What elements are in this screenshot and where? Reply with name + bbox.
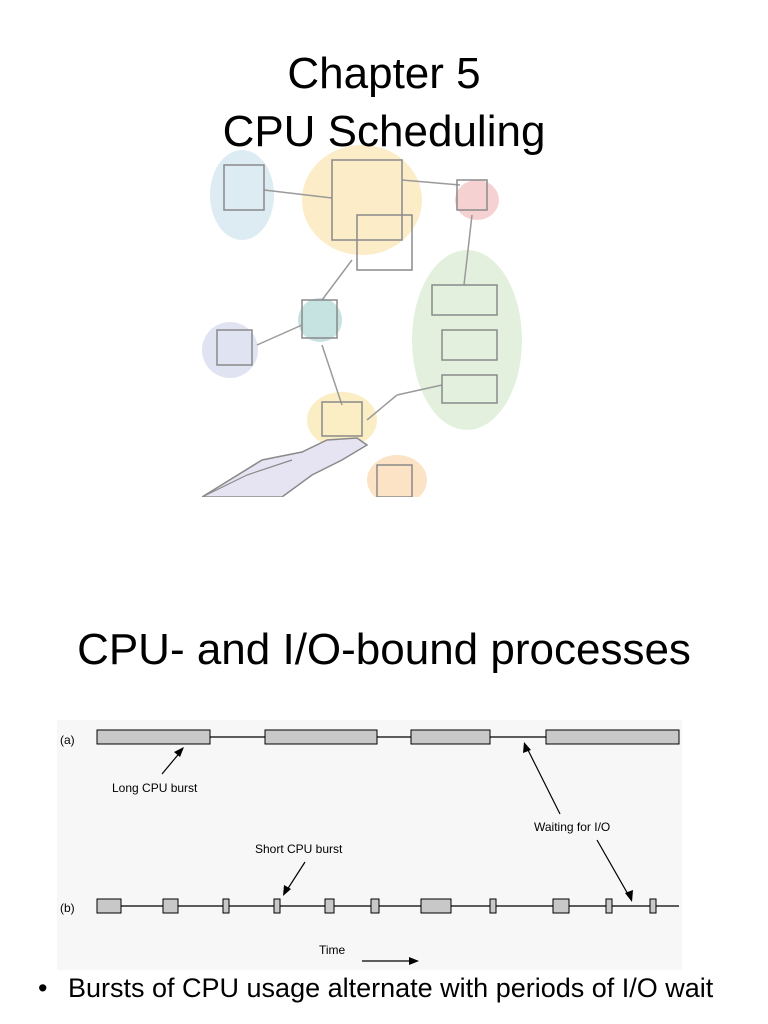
row-b-burst [605,898,613,914]
short-burst-arrow [286,861,306,891]
slide-title: CPU- and I/O-bound processes [77,625,691,674]
network-clipart-illustration [202,145,522,497]
waiting-arrow-up [526,747,561,815]
waiting-arrow-down [596,839,630,897]
row-b-burst [489,898,497,914]
row-b-label: (b) [60,901,75,915]
figure-background [57,720,682,970]
chapter-number: Chapter 5 [287,49,481,98]
time-arrowhead [409,957,419,965]
row-b-burst [162,898,179,914]
waiting-arrow-up-head [523,742,531,753]
time-label: Time [319,943,346,957]
row-a-label: (a) [60,733,75,747]
row-a-burst [264,729,378,745]
waiting-arrow-down-head [625,890,633,902]
bullet-text: Bursts of CPU usage alternate with perio… [68,973,714,1003]
long-burst-arrowhead [174,747,184,757]
bullet-marker: • [38,973,48,1003]
slide-chapter-title: Chapter 5 CPU Scheduling [0,45,768,497]
slide-cpu-io-bound: CPU- and I/O-bound processes (a) Long CP… [0,560,768,1024]
short-burst-arrowhead [283,885,291,896]
row-b-burst [649,898,657,914]
short-cpu-burst-label: Short CPU burst [255,842,343,856]
row-b-burst [222,898,230,914]
row-a-burst [410,729,491,745]
row-a-burst [96,729,211,745]
row-b-burst [324,898,335,914]
row-b-burst [552,898,570,914]
cpu-burst-timeline-figure: (a) Long CPU burst Waiting for I/O Short… [57,720,682,970]
row-b-burst [370,898,380,914]
long-cpu-burst-label: Long CPU burst [112,781,198,795]
row-b-burst [96,898,122,914]
chapter-title: Chapter 5 CPU Scheduling [0,45,768,161]
row-a-burst [545,729,680,745]
row-b-burst [273,898,281,914]
chapter-subject: CPU Scheduling [222,107,546,156]
row-b-burst [420,898,452,914]
waiting-for-io-label: Waiting for I/O [534,820,610,834]
